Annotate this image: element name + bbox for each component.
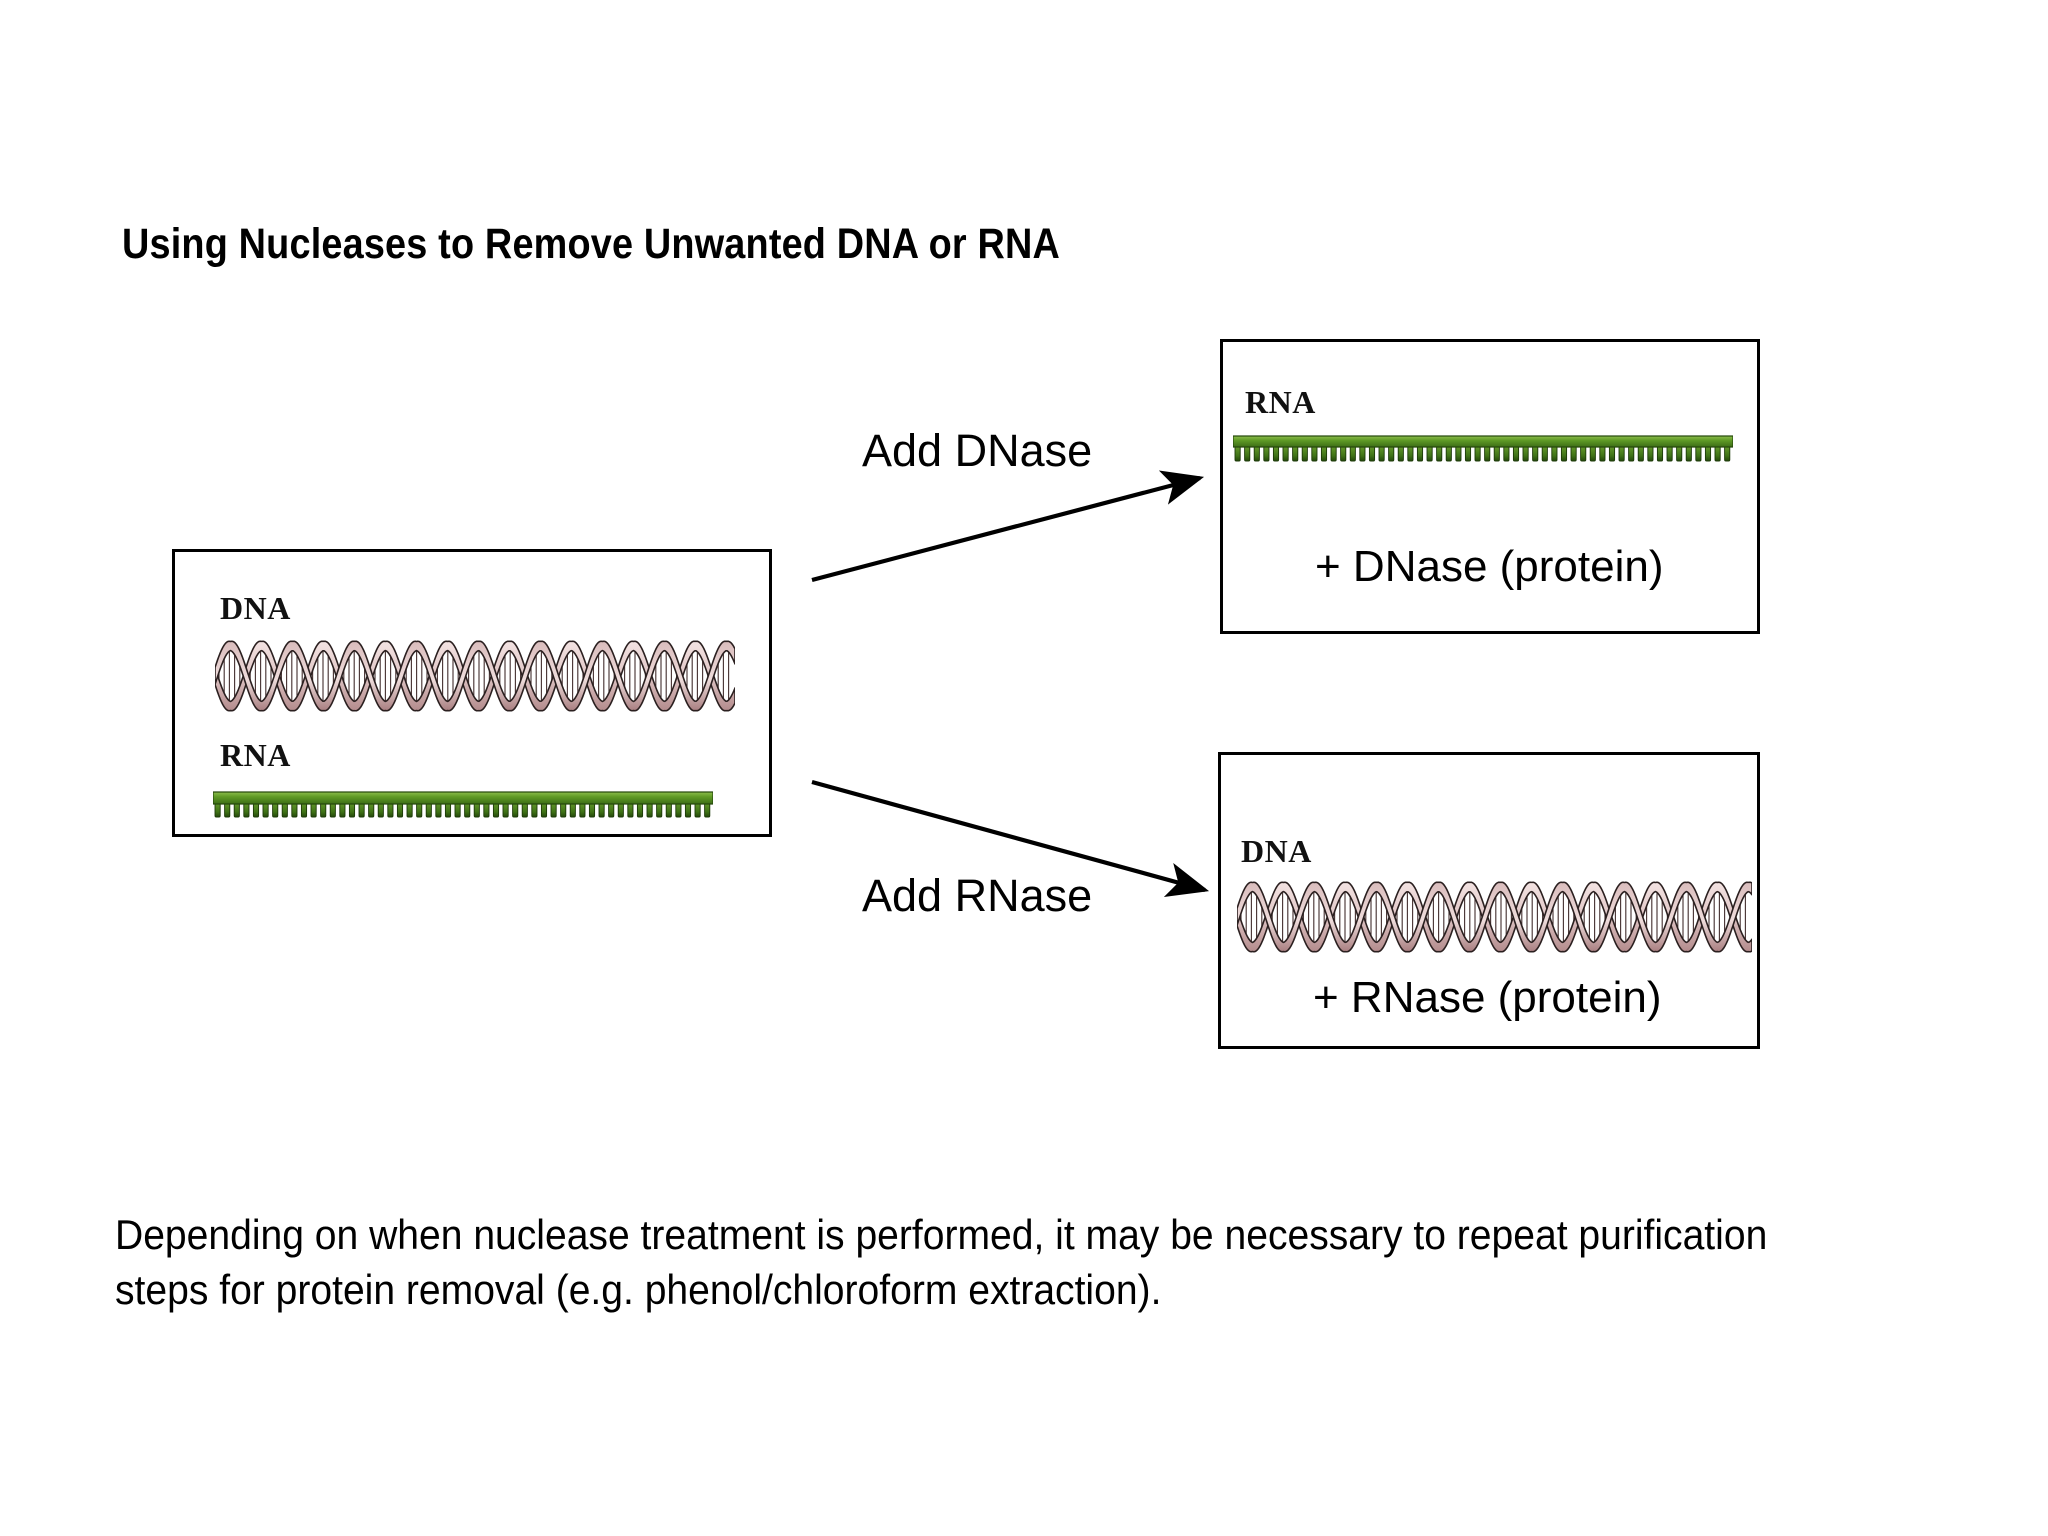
dna-label: DNA bbox=[1241, 833, 1312, 869]
rna-strand-graphic bbox=[1232, 434, 1734, 474]
arrow-label-add-rnase: Add RNase bbox=[862, 870, 1093, 921]
dnase-result-panel: RNA + DNase (protein) bbox=[1220, 339, 1760, 634]
rna-label: RNA bbox=[1245, 384, 1316, 420]
rna-strand-graphic bbox=[212, 790, 714, 830]
rnase-caption: + RNase (protein) bbox=[1313, 973, 1662, 1022]
arrow-add-dnase bbox=[811, 470, 1205, 583]
arrow-label-add-dnase: Add DNase bbox=[862, 425, 1093, 476]
rnase-result-panel: DNA + RNase (protein) bbox=[1218, 752, 1760, 1049]
explanatory-paragraph: Depending on when nuclease treatment is … bbox=[115, 1211, 1768, 1313]
rna-label: RNA bbox=[220, 737, 291, 773]
dnase-caption: + DNase (protein) bbox=[1315, 542, 1664, 591]
dna-double-helix-graphic bbox=[1236, 873, 1753, 961]
source-sample-panel: DNA bbox=[172, 549, 772, 837]
dna-label: DNA bbox=[220, 590, 291, 626]
dna-double-helix-graphic bbox=[214, 632, 736, 720]
page-title: Using Nucleases to Remove Unwanted DNA o… bbox=[122, 220, 1060, 268]
